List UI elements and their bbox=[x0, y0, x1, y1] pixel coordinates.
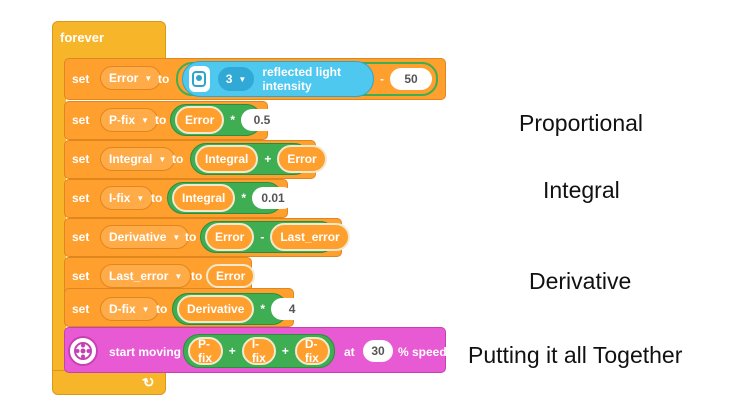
operator-sign: + bbox=[264, 152, 272, 166]
color-sensor-icon bbox=[189, 66, 210, 92]
to-label: to bbox=[185, 230, 197, 244]
operator-sign: * bbox=[260, 302, 266, 316]
reporter-label: Error bbox=[185, 113, 215, 127]
to-label: to bbox=[191, 269, 203, 283]
speed-input[interactable]: 30 bbox=[363, 340, 393, 362]
variable-dropdown-error[interactable]: Error ▼ bbox=[100, 66, 162, 90]
reporter-label: P-fix bbox=[198, 337, 213, 365]
reporter-label: Derivative bbox=[187, 302, 245, 316]
caption-together: Putting it all Together bbox=[468, 342, 683, 368]
port-value: 3 bbox=[225, 72, 233, 86]
operator-sign: * bbox=[230, 113, 236, 127]
to-label: to bbox=[155, 113, 167, 127]
sensor-mode-label: reflected light intensity bbox=[262, 65, 342, 93]
operator-sign: + bbox=[228, 344, 236, 358]
set-label: set bbox=[72, 302, 90, 316]
caret-down-icon: ▼ bbox=[144, 73, 153, 83]
motor-icon bbox=[68, 336, 98, 366]
start-moving-label: start moving bbox=[109, 345, 182, 359]
caret-down-icon: ▼ bbox=[238, 74, 247, 84]
multiply-operator[interactable]: Integral * 0.01 bbox=[167, 182, 295, 214]
variable-name: D-fix bbox=[109, 302, 136, 316]
reporter-label: Integral bbox=[182, 191, 226, 205]
caret-down-icon: ▼ bbox=[172, 232, 181, 242]
variable-name: I-fix bbox=[109, 191, 131, 205]
subtract-operator[interactable]: 3▼ reflected light intensity - 50 bbox=[176, 61, 438, 97]
ifix-reporter[interactable]: I-fix bbox=[241, 337, 276, 365]
integral-reporter[interactable]: Integral bbox=[195, 145, 259, 173]
to-label: to bbox=[158, 72, 170, 86]
reporter-label: I-fix bbox=[251, 337, 266, 365]
dfix-reporter[interactable]: D-fix bbox=[294, 337, 330, 365]
reflected-light-reporter[interactable]: 3▼ reflected light intensity bbox=[182, 61, 374, 97]
error-reporter[interactable]: Error bbox=[206, 264, 256, 288]
to-label: to bbox=[172, 152, 184, 166]
multiply-operator[interactable]: Derivative * 4 bbox=[172, 293, 314, 325]
variable-dropdown-ifix[interactable]: I-fix ▼ bbox=[100, 186, 154, 210]
add-operator[interactable]: Integral + Error bbox=[190, 143, 327, 175]
caret-down-icon: ▼ bbox=[136, 193, 145, 203]
forever-block[interactable] bbox=[52, 21, 166, 61]
set-label: set bbox=[72, 72, 90, 86]
variable-dropdown-integral[interactable]: Integral ▼ bbox=[100, 147, 176, 171]
at-label: at bbox=[344, 345, 355, 359]
last-error-reporter[interactable]: Last_error bbox=[270, 223, 350, 251]
variable-dropdown-last-error[interactable]: Last_error ▼ bbox=[100, 264, 192, 288]
number-input[interactable]: 4 bbox=[271, 298, 314, 320]
reporter-label: Error bbox=[215, 230, 245, 244]
operator-sign: - bbox=[380, 72, 384, 86]
variable-name: Integral bbox=[109, 152, 153, 166]
number-input[interactable]: 0.5 bbox=[241, 109, 284, 131]
forever-frame-side bbox=[52, 55, 66, 375]
forever-frame-bottom bbox=[52, 370, 166, 395]
variable-name: P-fix bbox=[109, 113, 136, 127]
variable-dropdown-pfix[interactable]: P-fix ▼ bbox=[100, 108, 158, 132]
set-label: set bbox=[72, 269, 90, 283]
forever-label: forever bbox=[60, 30, 105, 45]
reporter-label: Error bbox=[287, 152, 317, 166]
speed-add-operator[interactable]: P-fix + I-fix + D-fix bbox=[183, 334, 335, 368]
variable-dropdown-dfix[interactable]: D-fix ▼ bbox=[100, 297, 159, 321]
operator-sign: + bbox=[281, 344, 289, 358]
multiply-operator[interactable]: Error * 0.5 bbox=[170, 104, 284, 136]
number-input[interactable]: 0.01 bbox=[252, 187, 295, 209]
set-label: set bbox=[72, 191, 90, 205]
operator-sign: - bbox=[260, 230, 265, 244]
caption-derivative: Derivative bbox=[529, 268, 632, 294]
variable-name: Last_error bbox=[109, 269, 169, 283]
caption-proportional: Proportional bbox=[519, 110, 644, 136]
pfix-reporter[interactable]: P-fix bbox=[188, 337, 223, 365]
variable-name: Error bbox=[109, 71, 139, 85]
caret-down-icon: ▼ bbox=[141, 304, 150, 314]
port-dropdown[interactable]: 3▼ bbox=[217, 67, 255, 91]
caret-down-icon: ▼ bbox=[158, 154, 167, 164]
variable-dropdown-derivative[interactable]: Derivative ▼ bbox=[100, 225, 190, 249]
derivative-reporter[interactable]: Derivative bbox=[177, 295, 255, 323]
set-label: set bbox=[72, 230, 90, 244]
caret-down-icon: ▼ bbox=[174, 271, 183, 281]
caret-down-icon: ▼ bbox=[141, 115, 149, 125]
set-label: set bbox=[72, 152, 90, 166]
number-input-50[interactable]: 50 bbox=[390, 68, 432, 90]
subtract-operator[interactable]: Error - Last_error bbox=[200, 221, 350, 253]
reporter-label: Error bbox=[216, 269, 246, 283]
reporter-label: Last_error bbox=[280, 230, 340, 244]
to-label: to bbox=[151, 191, 163, 205]
integral-reporter[interactable]: Integral bbox=[172, 184, 236, 212]
to-label: to bbox=[156, 302, 168, 316]
caption-integral: Integral bbox=[543, 177, 620, 203]
speed-unit-label: % speed bbox=[398, 345, 447, 359]
reporter-label: Integral bbox=[205, 152, 249, 166]
error-reporter[interactable]: Error bbox=[175, 106, 225, 134]
error-reporter[interactable]: Error bbox=[277, 145, 327, 173]
reporter-label: D-fix bbox=[304, 337, 319, 365]
error-reporter[interactable]: Error bbox=[205, 223, 255, 251]
variable-name: Derivative bbox=[109, 230, 167, 244]
set-label: set bbox=[72, 113, 90, 127]
operator-sign: * bbox=[241, 191, 247, 205]
